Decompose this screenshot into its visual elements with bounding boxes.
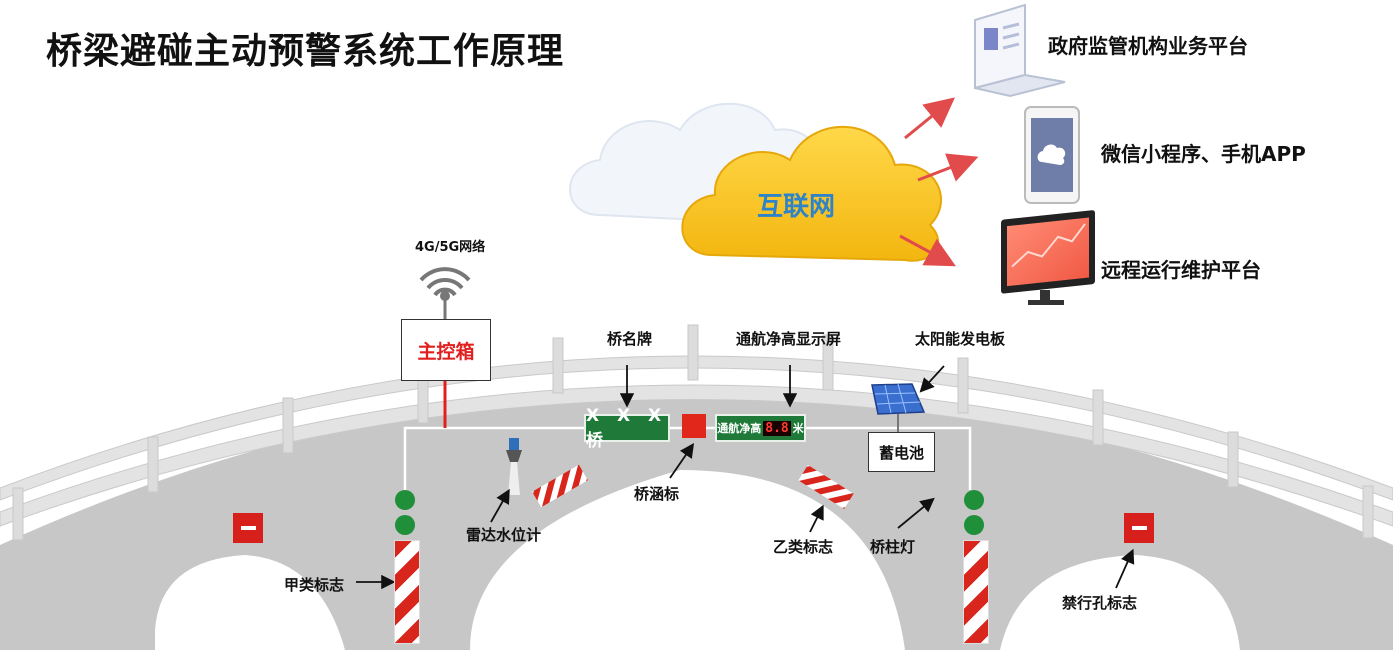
pillar-light-left-top [395, 490, 415, 510]
pillar-light-right-top [964, 490, 984, 510]
pillar-light-right-bottom [964, 515, 984, 535]
no-pass-sign-right [1124, 513, 1154, 543]
label-class-a-sign: 甲类标志 [284, 576, 345, 594]
bridge-name-plate: X X X 桥 [584, 406, 670, 451]
internet-label: 互联网 [757, 192, 836, 222]
page-title: 桥梁避碰主动预警系统工作原理 [46, 31, 565, 72]
solar-panel-icon [871, 383, 926, 432]
culvert-sign [682, 414, 706, 438]
label-radar: 雷达水位计 [466, 526, 542, 544]
clearance-screen-unit: 米 [792, 422, 804, 435]
monitor-icon [1001, 210, 1095, 305]
platform-label-maintenance: 远程运行维护平台 [1101, 258, 1261, 282]
main-control-box: 主控箱 [401, 319, 491, 381]
label-culvert-sign: 桥涵标 [634, 485, 680, 503]
phone-icon [1024, 106, 1080, 204]
label-pillar-light: 桥柱灯 [870, 538, 916, 556]
class-a-sign-left [394, 540, 420, 644]
label-class-b-sign: 乙类标志 [773, 538, 834, 556]
radar-level-meter-icon [506, 438, 522, 495]
clearance-screen-text: 通航净高 [717, 422, 762, 435]
battery-label: 蓄电池 [878, 443, 924, 462]
pillar-light-left-bottom [395, 515, 415, 535]
label-bridge-name: 桥名牌 [607, 330, 653, 348]
platform-label-mobile: 微信小程序、手机APP [1101, 142, 1306, 166]
internet-cloud-icon [681, 125, 942, 262]
control-box-label: 主控箱 [417, 340, 475, 363]
no-pass-sign-left [233, 513, 263, 543]
class-a-sign-right [963, 540, 989, 644]
platform-label-government: 政府监管机构业务平台 [1048, 34, 1248, 58]
clearance-screen-digits: 8.8 [763, 420, 791, 436]
clearance-display-screen: 通航净高 8.8 米 [715, 414, 806, 442]
label-clearance-display: 通航净高显示屏 [736, 330, 842, 348]
laptop-icon [974, 3, 1066, 98]
label-no-pass-sign: 禁行孔标志 [1062, 594, 1138, 612]
pointer-arrows [356, 365, 1135, 590]
class-b-sign-left [532, 464, 588, 508]
bridge-body [0, 387, 1393, 650]
bridge-railing [0, 324, 1393, 541]
wireless-signal-icon [419, 267, 471, 297]
class-b-sign-right [798, 465, 854, 509]
network-label: 4G/5G网络 [415, 240, 486, 255]
cloud-to-platform-arrows [899, 97, 979, 267]
label-solar-panel: 太阳能发电板 [915, 330, 1006, 348]
battery-box: 蓄电池 [868, 432, 935, 472]
